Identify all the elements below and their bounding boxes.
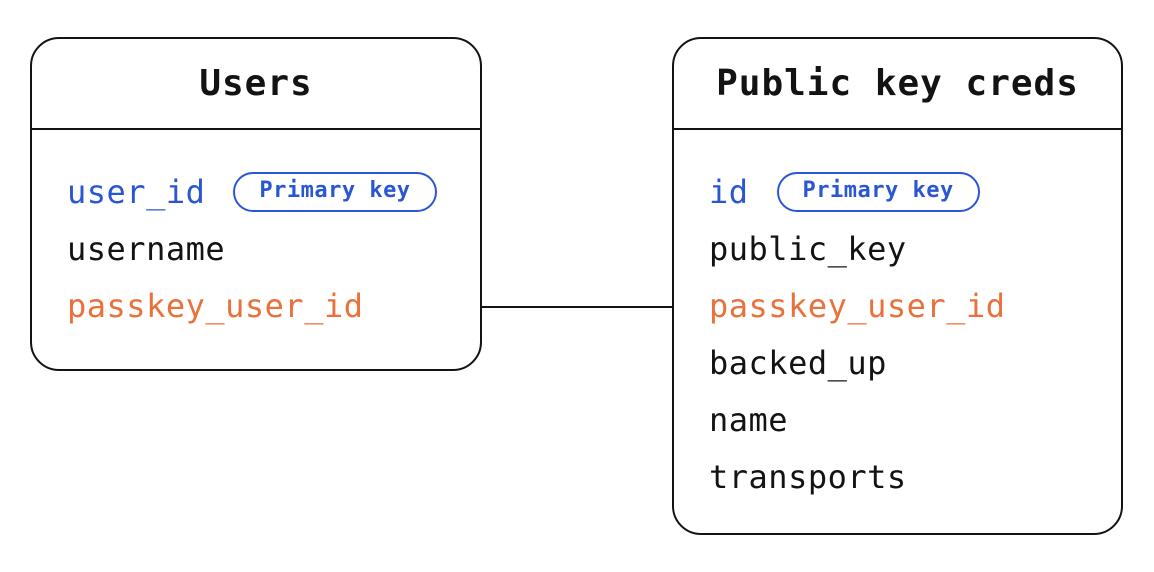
- field-name: passkey_user_id: [709, 286, 1006, 325]
- field-name: backed_up: [709, 343, 887, 382]
- table-title-users: Users: [199, 63, 313, 104]
- relationship-line: [480, 306, 674, 308]
- table-card-public-key-creds: Public key creds id Primary key public_key…: [672, 37, 1123, 535]
- field-row: name: [709, 391, 1121, 448]
- field-row: passkey_user_id: [67, 277, 480, 334]
- field-row: username: [67, 220, 480, 277]
- table-header-users: Users: [32, 39, 480, 130]
- field-row: user_id Primary key: [67, 163, 480, 220]
- field-row: id Primary key: [709, 163, 1121, 220]
- field-name: passkey_user_id: [67, 286, 364, 325]
- table-header-public-key-creds: Public key creds: [674, 39, 1121, 130]
- field-row: transports: [709, 448, 1121, 505]
- primary-key-badge: Primary key: [233, 171, 437, 212]
- field-row: backed_up: [709, 334, 1121, 391]
- field-row: passkey_user_id: [709, 277, 1121, 334]
- field-name: public_key: [709, 229, 907, 268]
- field-name: name: [709, 400, 789, 439]
- field-name: user_id: [67, 172, 206, 211]
- field-row: public_key: [709, 220, 1121, 277]
- table-title-public-key-creds: Public key creds: [716, 63, 1079, 104]
- field-name: id: [709, 172, 749, 211]
- primary-key-badge: Primary key: [776, 171, 980, 212]
- field-name: transports: [709, 457, 907, 496]
- field-name: username: [67, 229, 226, 268]
